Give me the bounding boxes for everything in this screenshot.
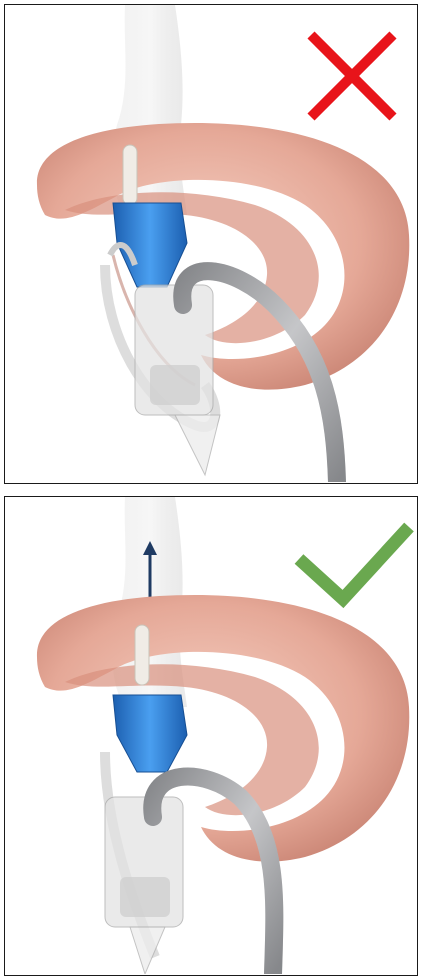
cross-icon [311,35,393,117]
correct-illustration [5,497,416,974]
blue-clip [113,695,187,772]
ear-outer [37,123,409,390]
incorrect-illustration [5,5,416,482]
ear-outer [37,595,409,862]
probe-tip [135,625,149,685]
check-icon [299,527,409,599]
correct-panel [4,496,418,976]
probe-tip [123,145,137,205]
incorrect-panel [4,4,418,484]
